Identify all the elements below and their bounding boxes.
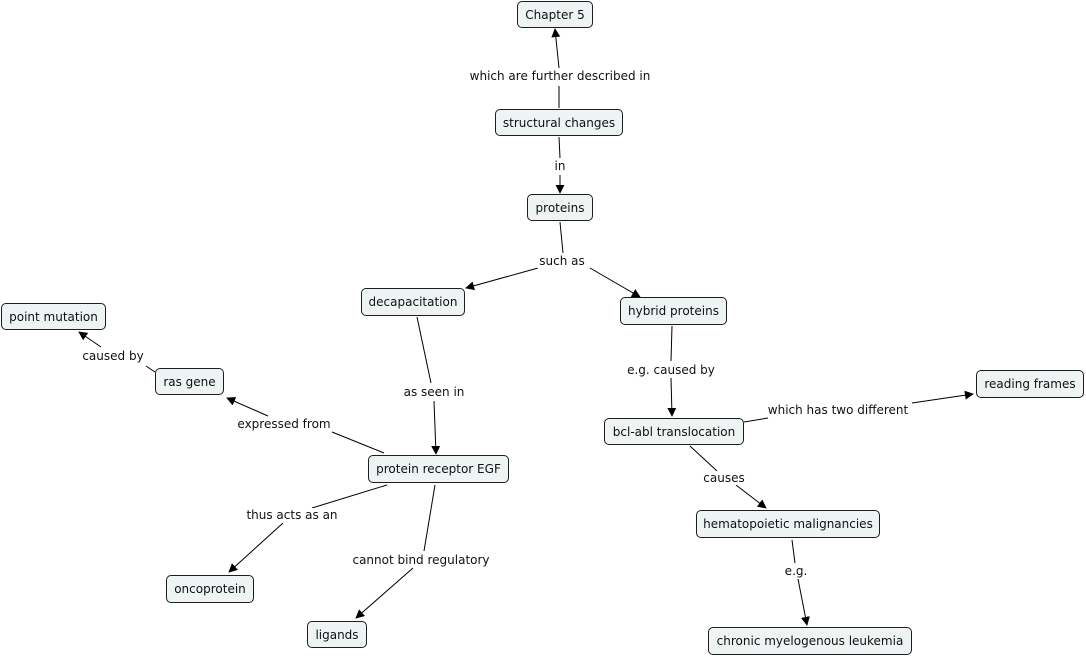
edge-proteins-to-such-as [559, 221, 564, 254]
edge-egf-to-acts-label [311, 484, 388, 509]
link-label-eg: e.g. [782, 564, 810, 578]
link-label-causes: causes [701, 471, 747, 485]
edge-such-as-to-decapacitation [465, 267, 539, 291]
edge-decapacitation-to-label [416, 316, 432, 384]
node-hybrid-proteins[interactable]: hybrid proteins [620, 297, 727, 325]
link-label-caused-by: caused by [80, 349, 146, 363]
edge-egf-to-expressed-label [331, 431, 385, 454]
link-label-expressed-from: expressed from [235, 417, 333, 431]
node-chronic-myelogenous-leukemia[interactable]: chronic myelogenous leukemia [708, 627, 912, 655]
edge-such-as-to-hybrid [589, 267, 641, 298]
edge-bcl-to-causes [689, 445, 718, 472]
edge-hematopoietic-to-eg [791, 539, 796, 564]
edge-frames-label-to-reading [911, 390, 974, 404]
node-bcl-abl-translocation[interactable]: bcl-abl translocation [604, 418, 744, 445]
link-label-in: in [552, 159, 568, 173]
link-label-cannot-bind-regulatory: cannot bind regulatory [350, 553, 492, 567]
edge-expressed-label-to-ras [226, 397, 269, 417]
edge-label-to-egf [431, 400, 441, 455]
node-point-mutation[interactable]: point mutation [1, 303, 106, 330]
node-oncoprotein[interactable]: oncoprotein [166, 575, 254, 603]
node-ligands[interactable]: ligands [307, 621, 367, 648]
edge-structural-to-in [558, 136, 561, 159]
edge-bind-label-to-ligands [355, 567, 414, 619]
node-reading-frames[interactable]: reading frames [976, 370, 1084, 398]
link-label-which-has-two-different: which has two different [765, 403, 911, 417]
node-chapter-5[interactable]: Chapter 5 [517, 1, 593, 28]
edge-label-to-bcl [667, 377, 677, 417]
node-ras-gene[interactable]: ras gene [155, 368, 224, 395]
link-label-eg-caused-by: e.g. caused by [625, 363, 717, 377]
link-label-further-described: which are further described in [467, 69, 653, 83]
edge-eg-to-cml [797, 578, 810, 626]
edge-hybrid-to-label [670, 325, 673, 362]
edge-causes-to-hematopoietic [735, 484, 767, 509]
edge-acts-label-to-oncoprotein [228, 522, 284, 573]
node-structural-changes[interactable]: structural changes [495, 109, 623, 136]
edge-egf-to-bind-label [423, 484, 436, 552]
edge-label-to-chapter5 [551, 28, 561, 69]
edge-ras-to-label [145, 365, 156, 373]
node-proteins[interactable]: proteins [527, 194, 593, 221]
edge-bcl-to-frames-label [743, 417, 769, 423]
node-decapacitation[interactable]: decapacitation [361, 288, 465, 316]
node-hematopoietic-malignancies[interactable]: hematopoietic malignancies [696, 510, 880, 538]
link-label-thus-acts-as-an: thus acts as an [244, 508, 340, 522]
link-label-such-as: such as [537, 254, 587, 268]
link-label-as-seen-in: as seen in [401, 385, 467, 399]
edge-label-to-point-mutation [78, 331, 102, 348]
node-protein-receptor-egf[interactable]: protein receptor EGF [368, 455, 509, 483]
